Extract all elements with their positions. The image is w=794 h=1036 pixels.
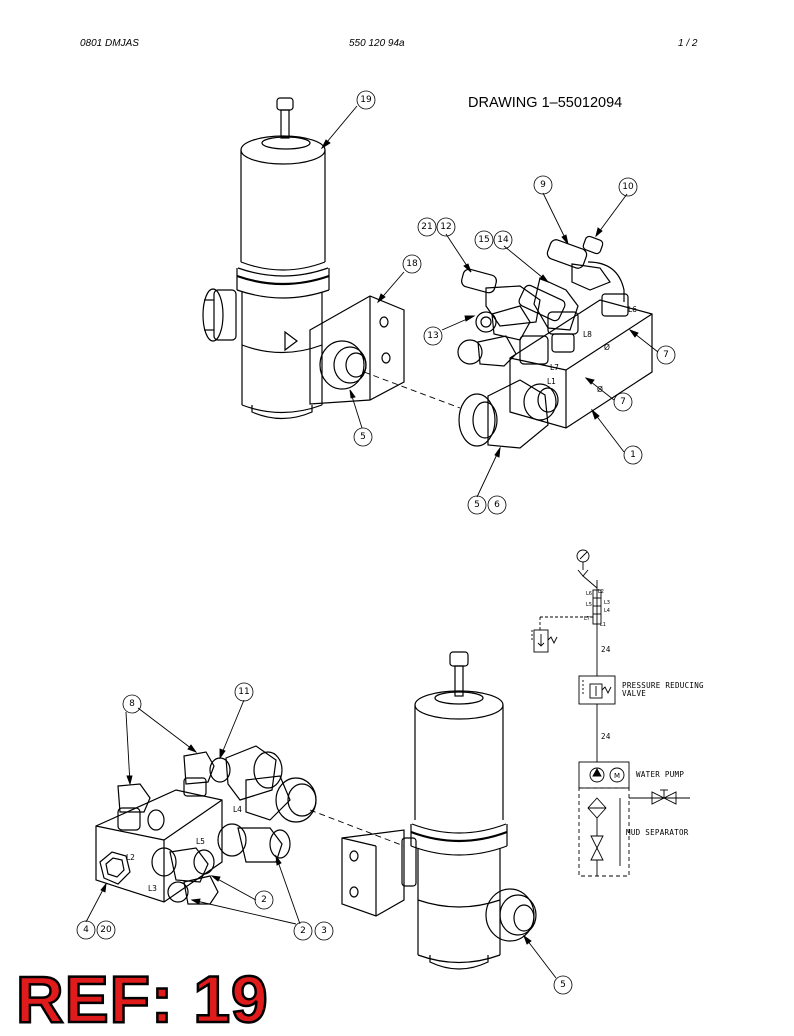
bottom-port-labels: L4 L5 L2 L3 bbox=[126, 805, 242, 893]
callout-7a: 7 bbox=[663, 350, 669, 360]
manifold-port-l3: L3 bbox=[604, 600, 610, 606]
top-front-port-fitting bbox=[319, 340, 461, 409]
manifold-port-l5: L5 bbox=[586, 602, 592, 608]
line-size-1: 24 bbox=[601, 645, 611, 654]
callout-10: 10 bbox=[622, 182, 634, 192]
port-label-l5: L5 bbox=[196, 837, 205, 846]
pressure-reducing-label-2: VALVE bbox=[622, 689, 646, 698]
callout-13: 13 bbox=[427, 331, 438, 341]
port-label-l4: L4 bbox=[233, 805, 242, 814]
callout-14: 14 bbox=[497, 235, 509, 245]
callout-19: 19 bbox=[360, 95, 372, 105]
port-label-l1: L1 bbox=[547, 377, 556, 386]
svg-text:Ø: Ø bbox=[604, 343, 610, 352]
top-leader-lines bbox=[320, 105, 659, 498]
line-size-2: 24 bbox=[601, 732, 611, 741]
manifold-port-l6: L6 bbox=[586, 591, 592, 597]
bottom-callouts bbox=[76, 682, 573, 995]
hydraulic-schematic bbox=[531, 549, 690, 877]
callout-7b: 7 bbox=[620, 397, 626, 407]
top-large-elbow-fitting bbox=[458, 379, 559, 449]
port-label-l7: L7 bbox=[550, 363, 559, 372]
top-manifold-fittings bbox=[457, 235, 629, 367]
callout-1: 1 bbox=[630, 450, 636, 460]
callout-6: 6 bbox=[494, 500, 500, 510]
callout-5-top: 5 bbox=[360, 432, 366, 442]
callout-12: 12 bbox=[440, 222, 451, 232]
callout-5-elbow: 5 bbox=[474, 500, 480, 510]
bottom-leader-lines bbox=[85, 699, 557, 979]
callout-9: 9 bbox=[540, 180, 546, 190]
port-label-l3: L3 bbox=[148, 884, 157, 893]
manifold-port-l2: L2 bbox=[598, 589, 604, 595]
top-callouts bbox=[353, 90, 676, 515]
schematic-labels: L6 L5 L7 L2 L3 L4 L1 24 PRESSURE REDUCIN… bbox=[584, 589, 704, 837]
callout-2b: 2 bbox=[300, 926, 306, 936]
manifold-port-l1: L1 bbox=[600, 622, 606, 628]
callout-4: 4 bbox=[83, 925, 89, 935]
callout-11: 11 bbox=[238, 687, 249, 697]
callout-2a: 2 bbox=[261, 895, 267, 905]
header-page-number: 1 / 2 bbox=[678, 38, 698, 49]
top-callout-labels: 19 9 10 21 12 15 14 18 13 7 7 1 5 5 6 bbox=[360, 95, 669, 510]
bottom-cylinder-assembly bbox=[401, 651, 537, 970]
port-label-l6: L6 bbox=[628, 305, 637, 314]
ref-stamp: REF: 19 bbox=[15, 962, 269, 1036]
pressure-reducing-label-1: PRESSURE REDUCING bbox=[622, 681, 704, 690]
drawing-title: DRAWING 1–55012094 bbox=[468, 95, 623, 111]
bottom-mounting-bracket bbox=[309, 809, 405, 917]
top-mounting-bracket bbox=[309, 295, 405, 405]
callout-18: 18 bbox=[406, 259, 418, 269]
callout-15: 15 bbox=[478, 235, 489, 245]
callout-20: 20 bbox=[100, 925, 112, 935]
bottom-callout-labels: 8 11 2 2 3 4 20 5 bbox=[83, 687, 566, 990]
top-cylinder-assembly bbox=[202, 97, 330, 420]
header-part-number: 550 120 94a bbox=[349, 38, 405, 49]
port-label-l8: L8 bbox=[583, 330, 592, 339]
callout-21: 21 bbox=[421, 222, 432, 232]
header-left-code: 0801 DMJAS bbox=[80, 38, 139, 49]
pump-motor-symbol: M bbox=[614, 772, 620, 780]
bottom-manifold-block bbox=[95, 789, 223, 903]
callout-3: 3 bbox=[321, 926, 327, 936]
water-pump-label: WATER PUMP bbox=[636, 770, 684, 779]
manifold-port-l7: L7 bbox=[584, 616, 590, 622]
mud-separator-label: MUD SEPARATOR bbox=[626, 828, 689, 837]
port-label-l2: L2 bbox=[126, 853, 135, 862]
callout-8: 8 bbox=[129, 699, 135, 709]
top-port-labels: L6 L8 L7 L1 bbox=[547, 305, 637, 386]
callout-5-bottom: 5 bbox=[560, 980, 566, 990]
manifold-port-l4: L4 bbox=[604, 608, 610, 614]
